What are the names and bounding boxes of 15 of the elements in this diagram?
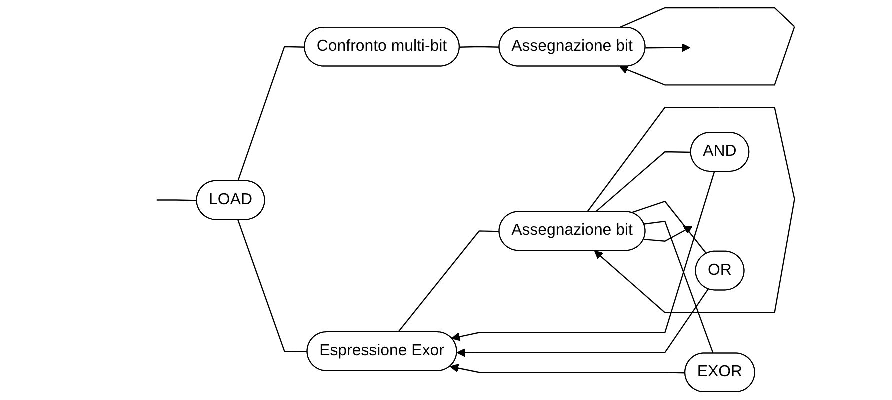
arrow [646,43,690,52]
arrow [456,288,709,358]
connector [460,46,500,48]
connector [595,151,692,213]
arrow [618,7,796,86]
arrow [452,172,716,342]
arrow [644,226,693,242]
connector [398,230,500,333]
connector [238,46,306,182]
connector [631,200,708,254]
connector [644,220,714,354]
connector [238,220,308,353]
arrow [586,107,796,314]
connector [156,200,198,202]
arrow [450,364,686,374]
